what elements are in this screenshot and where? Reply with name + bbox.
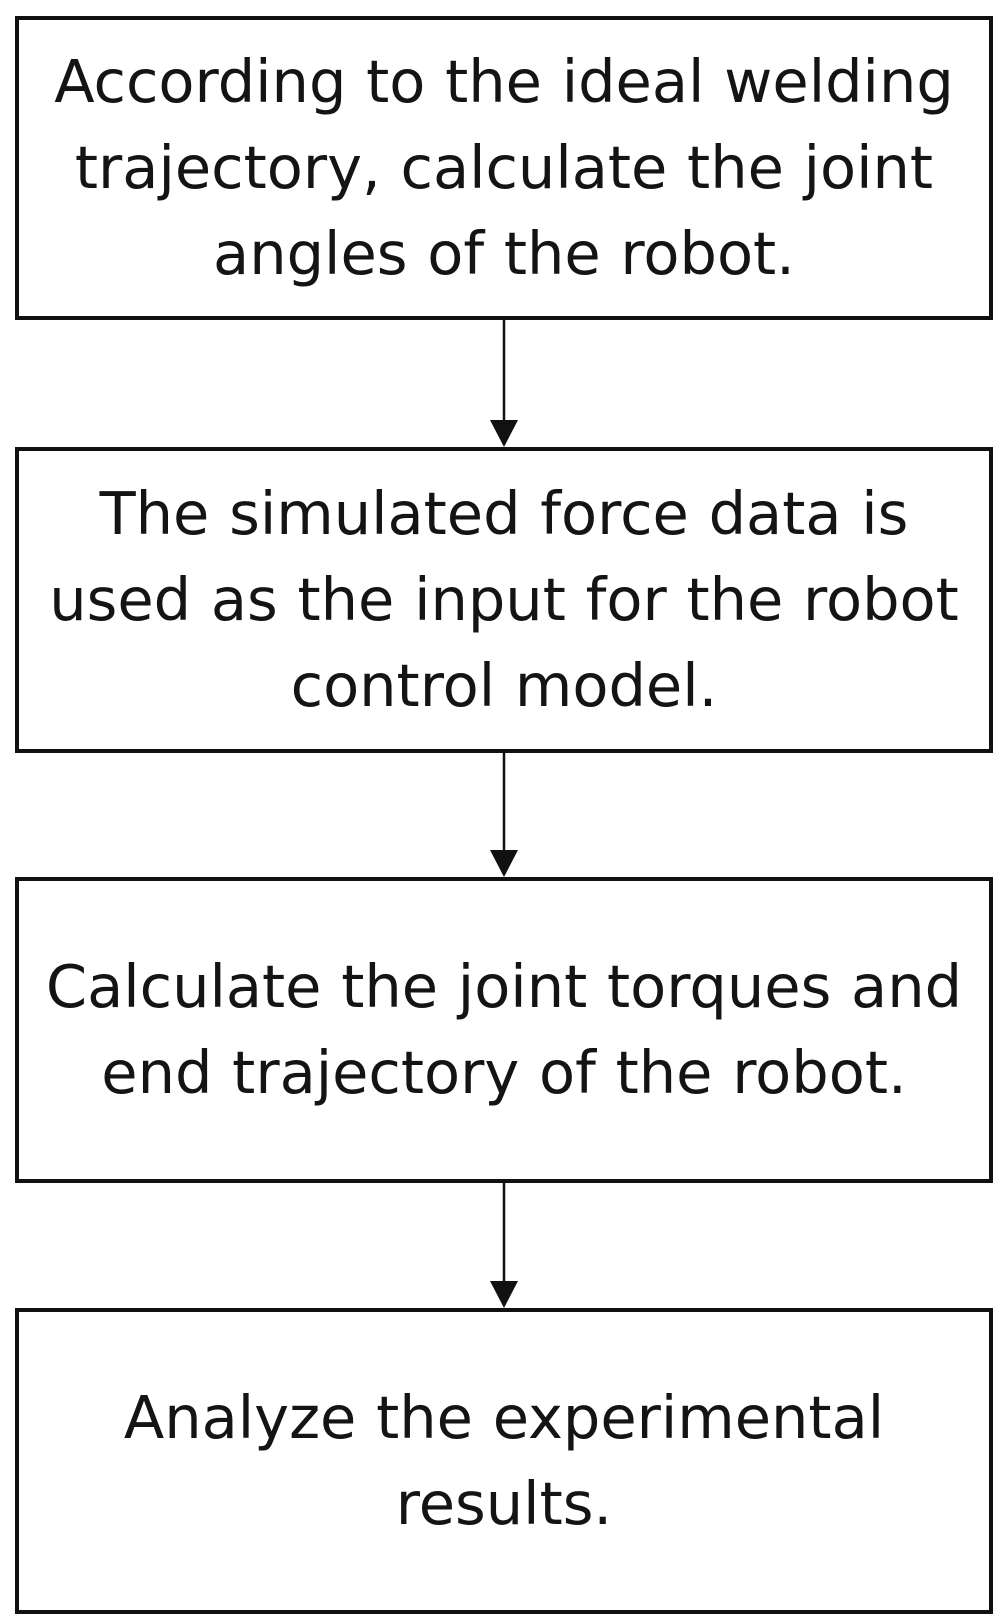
step-text-analyze-results: Analyze the experimental results.	[123, 1383, 885, 1538]
step-text-calculate-joint-angles: According to the ideal welding trajector…	[54, 47, 954, 288]
arrow-step3-to-step4	[490, 1183, 518, 1308]
arrow-step2-to-step3	[490, 753, 518, 877]
step-text-calculate-torques: Calculate the joint torques and end traj…	[45, 952, 963, 1107]
step-box-simulated-force-input: The simulated force data is used as the …	[15, 447, 993, 753]
step-box-analyze-results: Analyze the experimental results.	[15, 1308, 993, 1614]
step-box-calculate-joint-angles: According to the ideal welding trajector…	[15, 16, 993, 320]
arrow-step1-to-step2	[490, 320, 518, 447]
step-text-simulated-force-input: The simulated force data is used as the …	[49, 479, 959, 720]
step-box-calculate-torques: Calculate the joint torques and end traj…	[15, 877, 993, 1183]
